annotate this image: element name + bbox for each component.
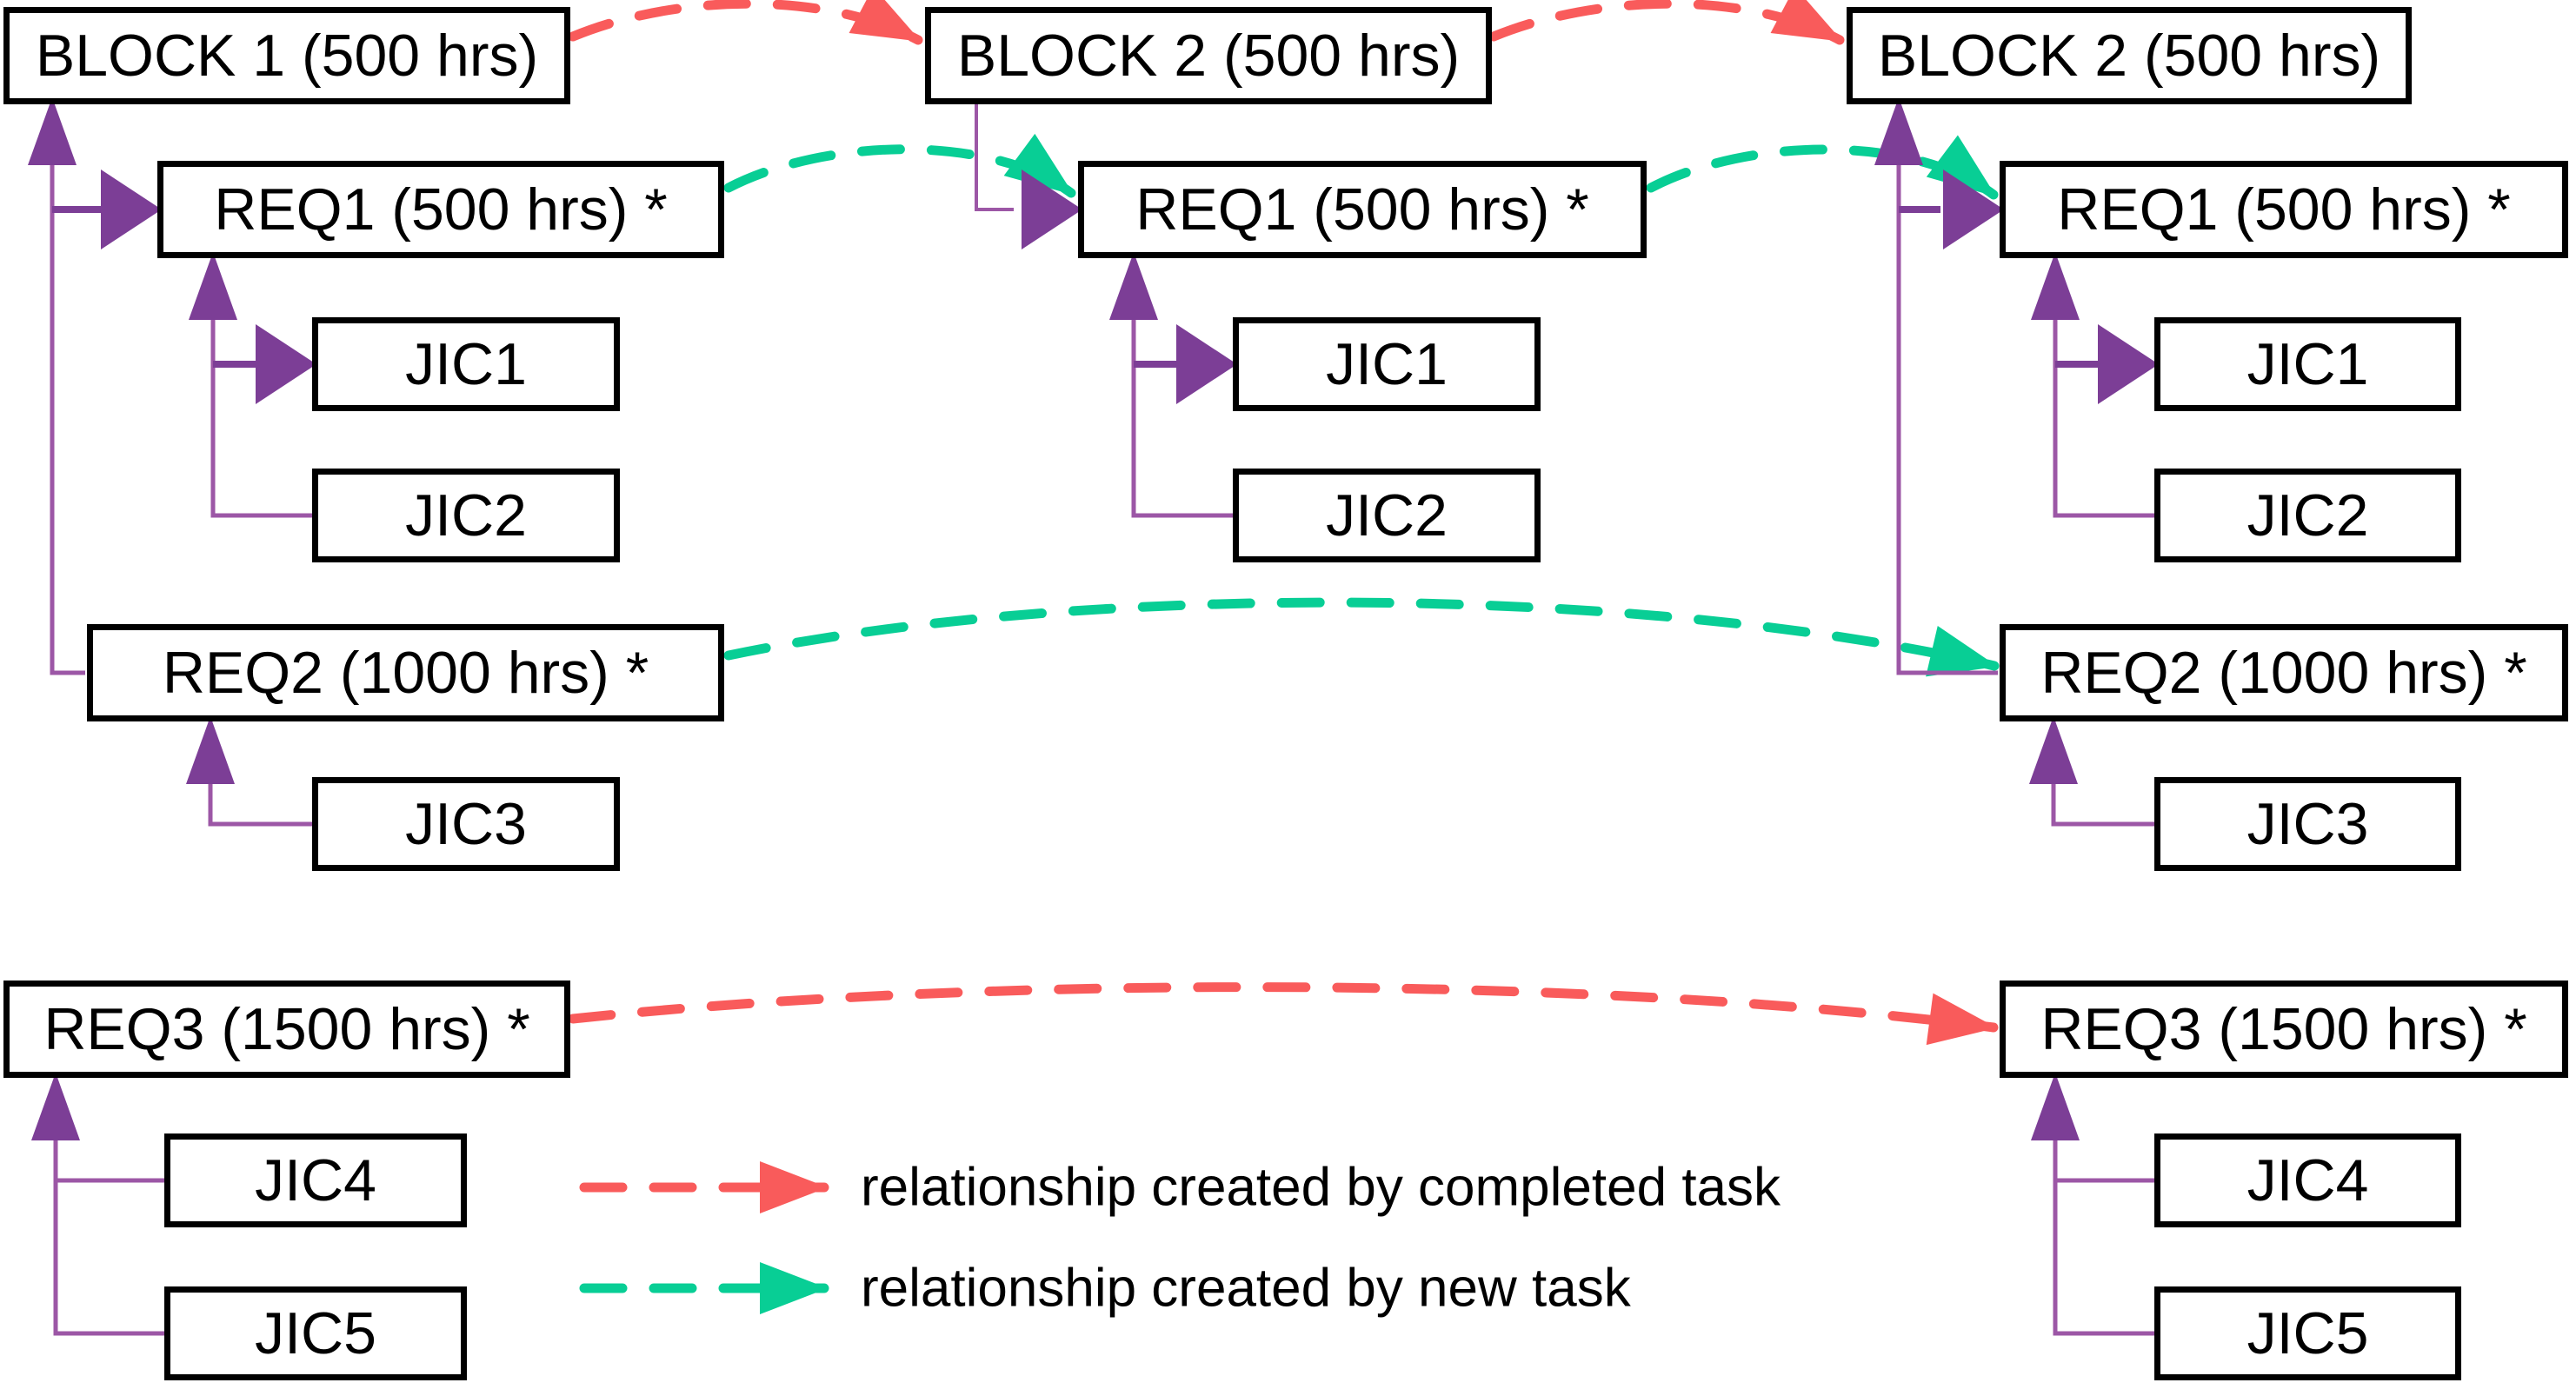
node-c1-jic5: JIC5 [164, 1286, 467, 1380]
c1-req3-trunk [53, 1078, 165, 1336]
c2-req1-up-arrow [1109, 252, 1158, 320]
new-link-req1-c2-c3 [1646, 135, 1999, 200]
node-c1-block1: BLOCK 1 (500 hrs) [3, 7, 570, 104]
node-c3-jic5: JIC5 [2154, 1286, 2461, 1380]
node-c2-block2: BLOCK 2 (500 hrs) [925, 7, 1492, 104]
c2-req1-trunk [1131, 257, 1234, 518]
node-c1-jic3: JIC3 [312, 777, 620, 871]
completed-link-req3-req3 [568, 982, 1999, 1046]
node-c3-jic3: JIC3 [2154, 777, 2461, 871]
c1-req1-branch-arrow [101, 170, 162, 249]
c1-req3-up-arrow [31, 1073, 80, 1140]
c3-req3-up-arrow [2031, 1073, 2080, 1140]
node-c1-req1: REQ1 (500 hrs) * [157, 161, 724, 258]
node-c3-jic4: JIC4 [2154, 1133, 2461, 1227]
node-c3-jic2: JIC2 [2154, 469, 2461, 562]
new-link-req1-c1-c2 [723, 133, 1076, 198]
c3-block-up-arrow [1874, 97, 1923, 165]
node-c3-req1: REQ1 (500 hrs) * [2000, 161, 2568, 258]
c3-req1-trunk [2053, 257, 2155, 518]
node-c2-req1: REQ1 (500 hrs) * [1078, 161, 1647, 258]
completed-link-block2-block2 [1488, 0, 1845, 45]
completed-link-block1-block2 [568, 0, 923, 45]
c1-req1-up-arrow [189, 252, 237, 320]
c1-req1-trunk [210, 257, 313, 518]
c3-req2-up-arrow [2029, 716, 2078, 784]
c2-jic1-branch-arrow [1176, 324, 1237, 404]
node-c1-jic2: JIC2 [312, 469, 620, 562]
c3-block-trunk [1896, 103, 1998, 675]
node-c1-jic1: JIC1 [312, 317, 620, 411]
node-c2-jic1: JIC1 [1233, 317, 1541, 411]
c2-block-trunk [975, 102, 1014, 211]
c3-req3-trunk [2053, 1078, 2155, 1336]
node-c1-req2: REQ2 (1000 hrs) * [87, 624, 724, 721]
legend-completed-task-label: relationship created by completed task [861, 1157, 1781, 1218]
node-c1-req3: REQ3 (1500 hrs) * [3, 981, 570, 1078]
c3-jic1-branch-arrow [2098, 324, 2159, 404]
node-c3-jic1: JIC1 [2154, 317, 2461, 411]
node-c3-req3: REQ3 (1500 hrs) * [2000, 981, 2568, 1078]
legend-new-task-label: relationship created by new task [861, 1258, 1631, 1319]
c2-req1-branch-arrow [1022, 170, 1082, 249]
node-c3-block2: BLOCK 2 (500 hrs) [1847, 7, 2412, 104]
c3-req1-up-arrow [2031, 252, 2080, 320]
c1-block-up-arrow [28, 97, 77, 165]
c1-block-trunk [50, 103, 85, 675]
node-c2-jic2: JIC2 [1233, 469, 1541, 562]
new-link-req2-c1-c3 [723, 597, 2000, 677]
node-c1-jic4: JIC4 [164, 1133, 467, 1227]
node-c3-req2: REQ2 (1000 hrs) * [2000, 624, 2568, 721]
c3-req1-branch-arrow [1943, 170, 2004, 249]
c1-jic1-branch-arrow [256, 324, 316, 404]
c1-req2-up-arrow [186, 716, 235, 784]
